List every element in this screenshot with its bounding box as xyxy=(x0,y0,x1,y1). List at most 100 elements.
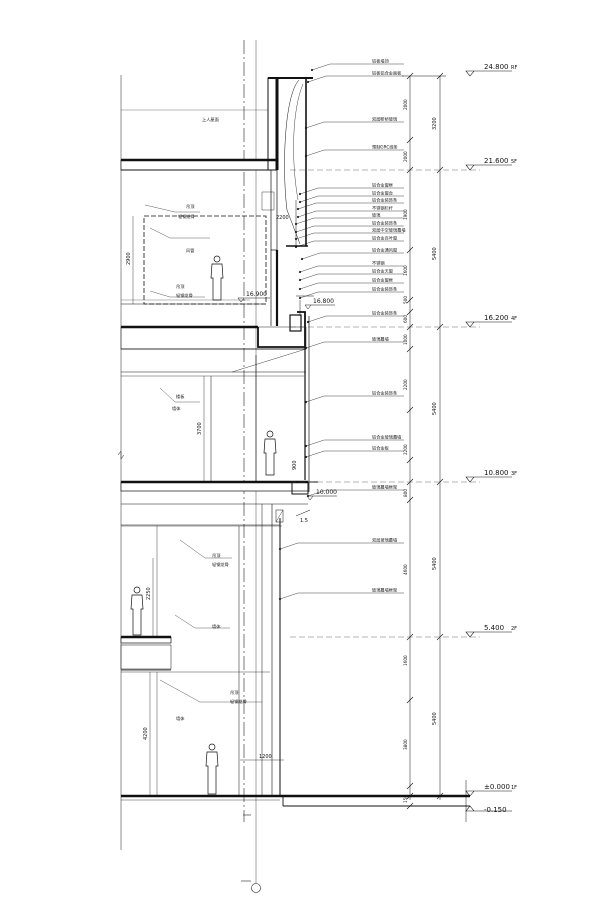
left-dims xyxy=(132,216,205,796)
human-figure-1f xyxy=(205,743,219,795)
callout-leader xyxy=(305,341,404,349)
callout-dot xyxy=(304,400,308,404)
callout-label: 玻璃幕墙框架 xyxy=(372,587,397,594)
callout-leader xyxy=(279,592,404,600)
spot-levels: 16.900 16.800 10.000 1.5 xyxy=(237,291,337,524)
dim-label: 800 xyxy=(403,489,408,497)
dim-tick xyxy=(406,696,414,704)
callout-dot xyxy=(296,207,300,211)
callout-leader xyxy=(297,210,404,218)
callout-leader xyxy=(299,195,404,203)
spot-level: 16.900 xyxy=(246,291,267,298)
floor-slabs xyxy=(120,158,470,807)
left-dim-labels: 2900 3700 2250 4200 xyxy=(126,252,203,740)
level-value-secondary: -0.150 xyxy=(484,806,507,814)
dim-label: 1600 xyxy=(403,655,408,666)
spot-level: 10.000 xyxy=(316,489,337,496)
level-lines xyxy=(290,169,480,638)
dim-ticks xyxy=(406,72,444,810)
callout-dot xyxy=(298,296,302,300)
callout-leader xyxy=(299,265,404,273)
facade xyxy=(121,77,318,796)
slab-4f xyxy=(120,326,307,350)
dim-tick xyxy=(406,72,414,80)
dim-label: 5400 xyxy=(432,402,438,415)
dim-label: 600 xyxy=(403,315,408,323)
human-figure-4f xyxy=(210,255,224,301)
callout-dot xyxy=(298,278,302,282)
callout-label: 铝板墙顶 xyxy=(372,58,390,65)
dim-tick xyxy=(406,496,414,504)
dim-label: 3800 xyxy=(403,739,408,750)
callout-label: 不锈钢 xyxy=(372,260,385,267)
dim-label: 3700 xyxy=(197,422,203,435)
callout-label: 铝合金装饰条 xyxy=(372,197,398,204)
callout-texts: 铝板墙顶铝板铝合金面板双层断桥玻璃预制GRC线条铝合金窗框铝合金窗台铝合金装饰条… xyxy=(372,58,406,594)
callout-dot xyxy=(298,200,302,204)
misc-dims: 2200 900 1200 xyxy=(240,215,298,761)
dim-label: 500 xyxy=(403,296,408,304)
axis-bubble xyxy=(251,883,261,893)
note: 吊顶 xyxy=(212,553,221,559)
slope-label: 1.5 xyxy=(300,518,308,524)
callout-leader xyxy=(311,63,404,71)
level-floor: 2F xyxy=(511,626,517,632)
callout-dot xyxy=(310,68,314,72)
level-floor: RF xyxy=(511,65,517,71)
level-floor: 1F xyxy=(511,785,517,791)
callout-dot xyxy=(298,270,302,274)
dim-tick xyxy=(406,792,414,800)
note: 墙体 xyxy=(212,623,221,630)
callout-label: 铝合金装饰条 xyxy=(372,390,398,397)
level-floor: 3F xyxy=(511,471,517,477)
dim-label: 2200 xyxy=(276,215,289,221)
dim-tick xyxy=(406,456,414,464)
note: 上人屋面 xyxy=(202,116,219,123)
human-figures xyxy=(130,255,277,795)
dim-tick xyxy=(406,406,414,414)
callout-leader xyxy=(295,240,404,248)
dim-label: 150 xyxy=(403,795,408,803)
dim-label: 2900 xyxy=(126,252,132,265)
callout-label: 铝合金装饰条 xyxy=(372,286,398,293)
dimension-chains xyxy=(402,75,446,800)
callout-label: 铝合金通风窗 xyxy=(372,247,397,254)
callout-label: 铝合金装饰条 xyxy=(372,220,398,227)
dim-label: 4600 xyxy=(403,564,408,575)
callout-leader xyxy=(305,439,404,447)
callout-label: 铝合金玻璃幕墙 xyxy=(372,434,401,441)
note: 吊顶 xyxy=(176,284,185,290)
callout-leader xyxy=(297,202,404,210)
dim-label: 2250 xyxy=(146,587,152,600)
callout-dot xyxy=(298,192,302,196)
note: 轻钢龙骨 xyxy=(176,292,193,299)
callout-dot xyxy=(304,346,308,350)
callout-label: 不锈钢栏杆 xyxy=(372,205,394,212)
dim-tick xyxy=(406,296,414,304)
callout-dot xyxy=(298,287,302,291)
callout-leader xyxy=(299,282,404,290)
note: 楼板 xyxy=(176,393,185,400)
callout-dot xyxy=(306,80,310,84)
note-leaders xyxy=(144,204,262,703)
callout-leader xyxy=(295,232,404,240)
dim-tick xyxy=(406,246,414,254)
callout-dot xyxy=(304,455,308,459)
dim-tick xyxy=(436,792,444,800)
callout-label: 铝合金窗框 xyxy=(372,182,394,189)
callout-leader xyxy=(307,75,404,83)
callout-label: 铝合金天窗 xyxy=(372,268,393,275)
callout-leader xyxy=(299,291,404,299)
callout-leader xyxy=(305,121,404,129)
level-value: 5.400 xyxy=(484,624,504,632)
interior-notes: 上人屋面 吊顶 轻钢龙骨 风管 吊顶 轻钢龙骨 楼板 墙体 吊顶 轻钢龙骨 墙体… xyxy=(172,116,247,722)
callout-dot xyxy=(296,215,300,219)
callout-dot xyxy=(306,494,310,498)
dim-label: 1900 xyxy=(403,209,408,220)
slab-3f xyxy=(120,481,309,492)
callout-leader xyxy=(299,187,404,195)
callout-dot xyxy=(304,126,308,130)
slab-5f xyxy=(120,159,278,171)
callout-dot xyxy=(278,547,282,551)
